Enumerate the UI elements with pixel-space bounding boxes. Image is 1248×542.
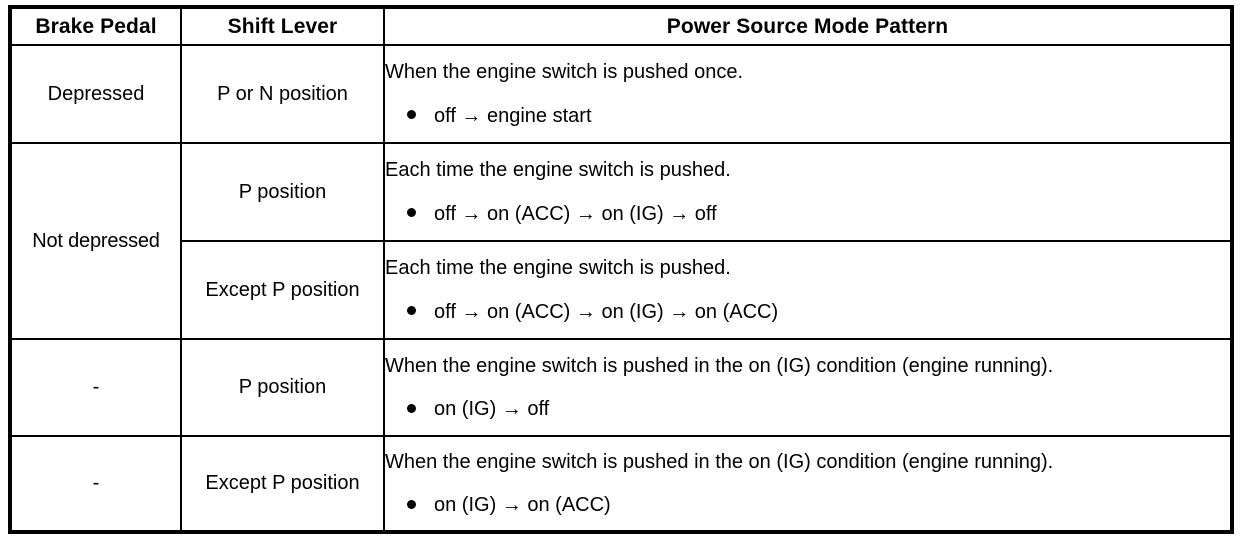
table-row: Except P position Each time the engine s… — [10, 240, 1233, 340]
power-mode-transition: on (IG) → on (ACC) — [434, 494, 611, 517]
power-mode-transition: off → engine start — [434, 104, 592, 127]
cell-shift-lever: P or N position — [180, 44, 385, 144]
shift-lever-value: P position — [238, 376, 327, 398]
power-mode-description: When the engine switch is pushed in the … — [385, 354, 1054, 377]
column-header-brake-pedal: Brake Pedal — [9, 6, 182, 46]
power-mode-description: Each time the engine switch is pushed. — [385, 257, 731, 280]
power-mode-description: When the engine switch is pushed in the … — [385, 450, 1054, 473]
power-mode-description: When the engine switch is pushed once. — [385, 61, 743, 84]
shift-lever-value: Except P position — [205, 472, 360, 494]
cell-brake-pedal: Depressed — [9, 44, 182, 144]
cell-power-source-mode: When the engine switch is pushed in the … — [383, 338, 1233, 437]
power-mode-transition: off → on (ACC) → on (IG) → on (ACC) — [434, 300, 779, 323]
bullet-icon — [407, 110, 416, 120]
cell-power-source-mode: When the engine switch is pushed once. o… — [383, 44, 1233, 144]
cell-shift-lever: P position — [180, 338, 385, 437]
cell-power-source-mode: Each time the engine switch is pushed. o… — [383, 142, 1233, 242]
bullet-icon — [407, 306, 416, 316]
power-source-mode-table: Brake Pedal Shift Lever Power Source Mod… — [8, 5, 1234, 534]
power-mode-bullet-item: off → on (ACC) → on (IG) → off — [385, 203, 1230, 227]
table-row: Not depressed P position Each time the e… — [9, 142, 1233, 340]
power-mode-transition: on (IG) → off — [434, 398, 550, 421]
shift-lever-value: Except P position — [205, 278, 360, 301]
column-header-shift-lever: Shift Lever — [180, 6, 385, 46]
table-row: - P position When the engine switch is p… — [9, 338, 1233, 437]
shift-lever-value: P position — [238, 180, 327, 203]
cell-shift-lever: Except P position — [180, 435, 385, 533]
power-mode-description: Each time the engine switch is pushed. — [385, 159, 731, 182]
bullet-icon — [407, 403, 416, 413]
bullet-icon — [407, 499, 416, 509]
power-mode-transition: off → on (ACC) → on (IG) → off — [434, 202, 717, 225]
cell-shift-lever: Except P position — [180, 240, 385, 340]
bullet-icon — [407, 208, 416, 218]
power-mode-bullet-item: on (IG) → off — [385, 398, 1230, 422]
cell-brake-pedal: Not depressed — [9, 142, 182, 340]
cell-brake-pedal: - — [9, 338, 182, 437]
cell-power-source-mode: When the engine switch is pushed in the … — [383, 435, 1233, 533]
table-row: Depressed P or N position When the engin… — [9, 44, 1233, 144]
cell-brake-pedal: - — [9, 435, 182, 533]
power-mode-bullet-item: off → on (ACC) → on (IG) → on (ACC) — [385, 301, 1230, 325]
brake-pedal-value: Depressed — [47, 82, 145, 105]
column-header-power-source-mode-pattern: Power Source Mode Pattern — [383, 6, 1233, 46]
brake-pedal-value: - — [92, 472, 100, 494]
cell-shift-lever: P position — [180, 142, 385, 242]
table-row: - Except P position When the engine swit… — [9, 435, 1233, 533]
cell-power-source-mode: Each time the engine switch is pushed. o… — [383, 240, 1233, 340]
power-mode-bullet-item: off → engine start — [385, 105, 1230, 129]
brake-pedal-value: Not depressed — [32, 229, 160, 252]
power-mode-bullet-item: on (IG) → on (ACC) — [385, 494, 1230, 518]
power-source-mode-table-container: Brake Pedal Shift Lever Power Source Mod… — [8, 5, 1234, 534]
shift-lever-value: P or N position — [217, 82, 348, 105]
brake-pedal-value: - — [92, 376, 100, 398]
table-header-row: Brake Pedal Shift Lever Power Source Mod… — [9, 6, 1233, 46]
